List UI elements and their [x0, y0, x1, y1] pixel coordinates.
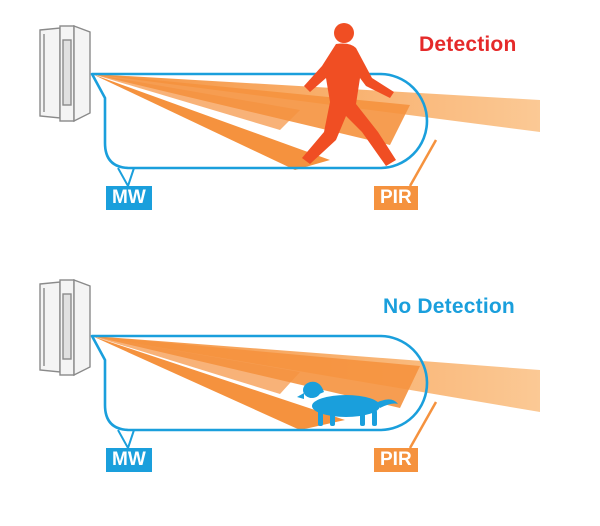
walking-person-icon	[302, 23, 396, 166]
pir-beam-lower	[92, 74, 330, 170]
pir-badge: PIR	[374, 186, 418, 210]
motion-sensor-icon	[39, 278, 91, 377]
panel-detection	[39, 23, 540, 189]
mw-callout-pointer	[117, 429, 135, 451]
pir-badge: PIR	[374, 448, 418, 472]
mw-callout-pointer	[117, 167, 135, 189]
pir-beam-inner	[92, 336, 300, 394]
pir-beam-lower	[92, 336, 345, 430]
mw-badge: MW	[106, 186, 152, 210]
pir-beam-inner	[92, 74, 300, 130]
no-detection-heading: No Detection	[383, 295, 515, 318]
pir-callout-pointer	[408, 401, 438, 449]
panel-no-detection	[39, 278, 540, 451]
microwave-field-outline	[90, 72, 429, 170]
microwave-field-outline	[90, 334, 429, 432]
pir-detection-beams	[92, 336, 540, 430]
motion-sensor-icon	[39, 24, 91, 123]
dachshund-dog-icon	[297, 381, 398, 426]
pir-callout-pointer	[408, 139, 438, 187]
detection-heading: Detection	[419, 33, 517, 56]
mw-badge: MW	[106, 448, 152, 472]
